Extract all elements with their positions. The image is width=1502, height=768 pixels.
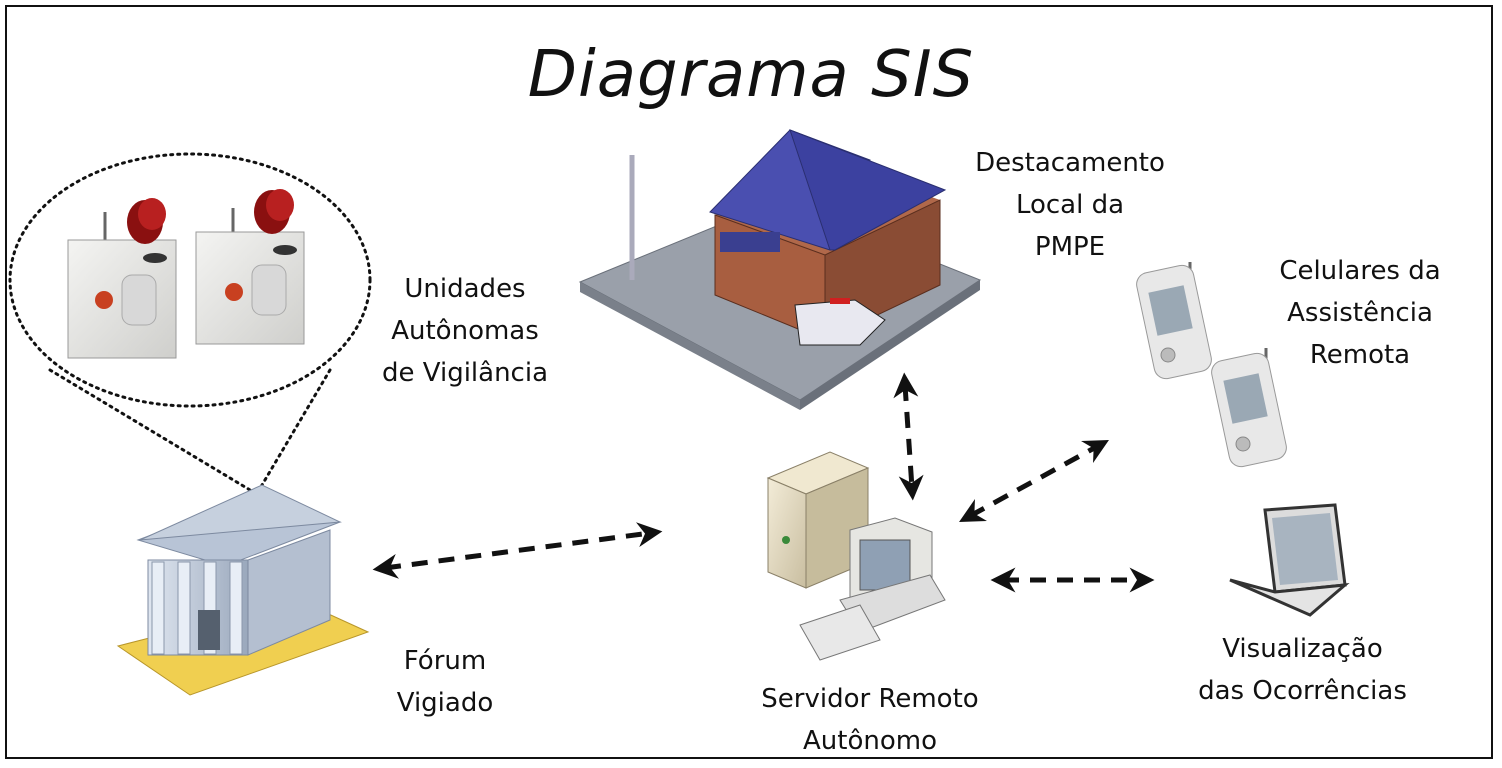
server-computer-icon	[766, 451, 946, 661]
label-surveillance-units: Unidades Autônomas de Vigilância	[381, 274, 549, 388]
label-server: Servidor Remoto Autônomo	[761, 684, 979, 756]
label-police-station: Destacamento Local da PMPE	[975, 148, 1165, 262]
units-callout	[8, 152, 372, 492]
surveillance-unit-icon	[195, 189, 305, 345]
arrow-police-server	[893, 372, 924, 501]
label-mobile-phones: Celulares da Assistência Remota	[1279, 256, 1441, 370]
police-station-icon	[578, 129, 982, 410]
arrow-forum-server	[372, 522, 663, 579]
label-viewer: Visualização das Ocorrências	[1198, 634, 1407, 706]
mobile-phone-icon	[1211, 348, 1287, 468]
laptop-icon	[1229, 503, 1350, 617]
connection-arrows	[372, 372, 1155, 593]
mobile-phone-icon	[1136, 262, 1212, 380]
label-forum: Fórum Vigiado	[396, 646, 494, 718]
arrow-server-phones	[959, 440, 1109, 522]
courthouse-icon	[116, 484, 370, 696]
diagram-title: Diagrama SIS	[527, 38, 975, 112]
surveillance-unit-icon	[67, 198, 177, 359]
